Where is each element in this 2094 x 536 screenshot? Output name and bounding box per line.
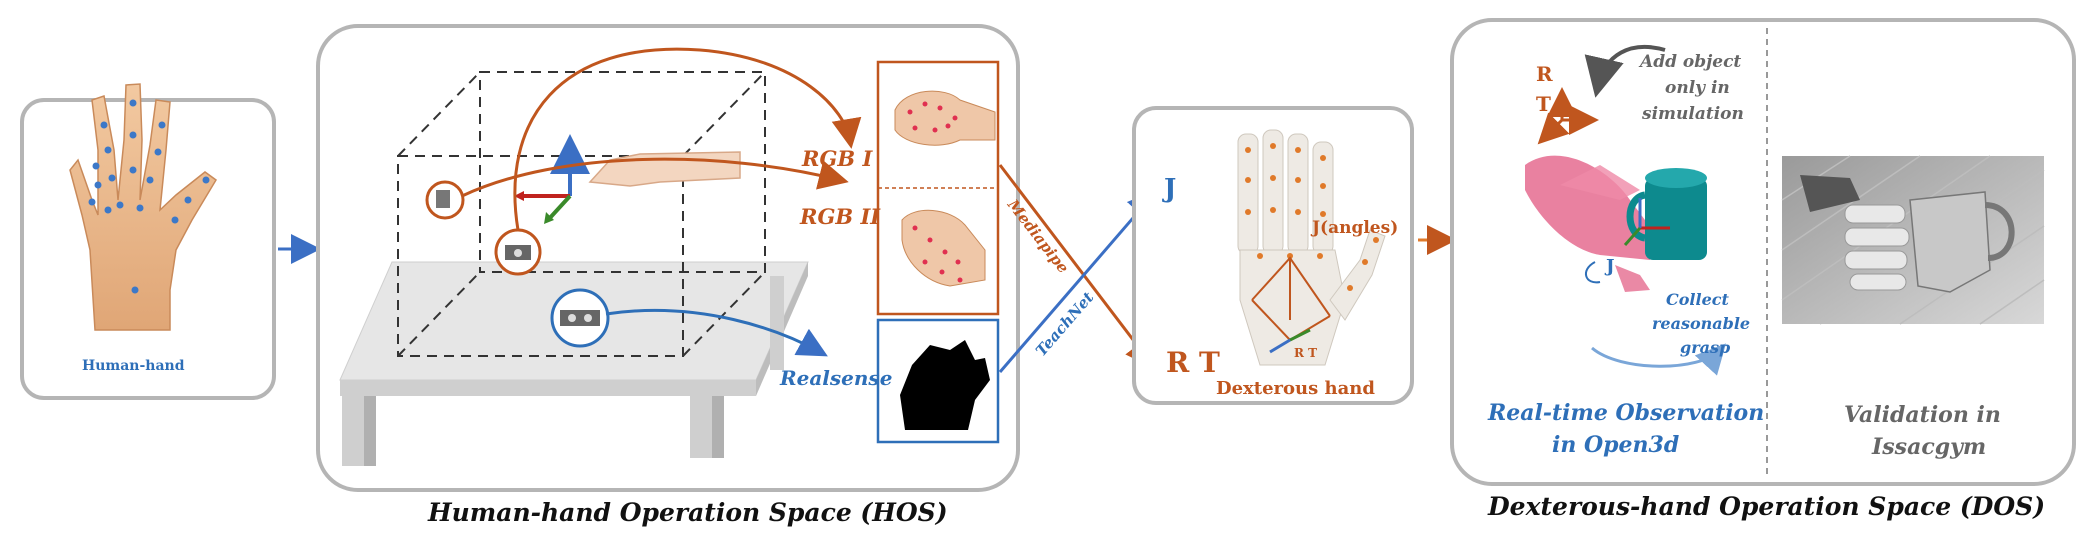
- dos-title: Dexterous-hand Operation Space (DOS): [1488, 492, 2046, 521]
- j-label: J: [1164, 174, 1177, 204]
- arrow-rgb2: [461, 157, 849, 198]
- collect-line1: Collect: [1666, 290, 1729, 309]
- dos-axes: [1537, 87, 1670, 246]
- human-hand-image: [69, 83, 217, 331]
- dexterous-hand-label: Dexterous hand: [1216, 378, 1375, 399]
- arrow-rgb1: [513, 47, 862, 231]
- point-cloud-hand: [1525, 155, 1660, 292]
- validation-line2: Issacgym: [1872, 434, 1987, 460]
- hos-title: Human-hand Operation Space (HOS): [428, 498, 948, 527]
- coordinate-axes: [514, 134, 590, 224]
- point-cloud-cup: [1626, 168, 1707, 260]
- add-object-line3: simulation: [1642, 104, 1744, 124]
- arrow-realsense: [605, 308, 828, 357]
- add-object-arrow: [1584, 44, 1666, 98]
- collect-line3: grasp: [1680, 338, 1731, 357]
- rgb2-label: RGB II: [800, 204, 881, 229]
- realtime-line1: Real-time Observation: [1488, 400, 1765, 426]
- depth-hand-image: [900, 340, 990, 430]
- realtime-line2: in Open3d: [1552, 432, 1680, 458]
- rgb1-label: RGB I: [802, 146, 873, 171]
- dos-panel: [1450, 18, 2076, 486]
- rgb2-hand-image: [901, 209, 986, 287]
- rt-label: R T: [1166, 346, 1220, 379]
- realsense-label: Realsense: [780, 366, 893, 390]
- collect-line2: reasonable: [1652, 314, 1751, 333]
- dos-j-label: J: [1606, 256, 1615, 277]
- robot-hand-image: [1237, 129, 1386, 366]
- add-object-line2: only in: [1665, 78, 1730, 98]
- arrow-mediapipe: [998, 164, 1156, 370]
- isaacgym-image: [1781, 155, 2045, 325]
- dos-t-label: T: [1536, 92, 1551, 116]
- rgb1-hand-image: [894, 90, 996, 146]
- arrow-teachnet: [998, 189, 1158, 373]
- validation-line1: Validation in: [1844, 402, 2001, 428]
- rt-small-label: R T: [1294, 346, 1318, 360]
- collect-grasp-arrow: [1591, 343, 1727, 376]
- human-hand-label: Human-hand: [82, 358, 185, 374]
- add-object-line1: Add object: [1640, 52, 1742, 72]
- dos-r-label: R: [1536, 62, 1553, 86]
- j-angles-label: J(angles): [1312, 218, 1399, 238]
